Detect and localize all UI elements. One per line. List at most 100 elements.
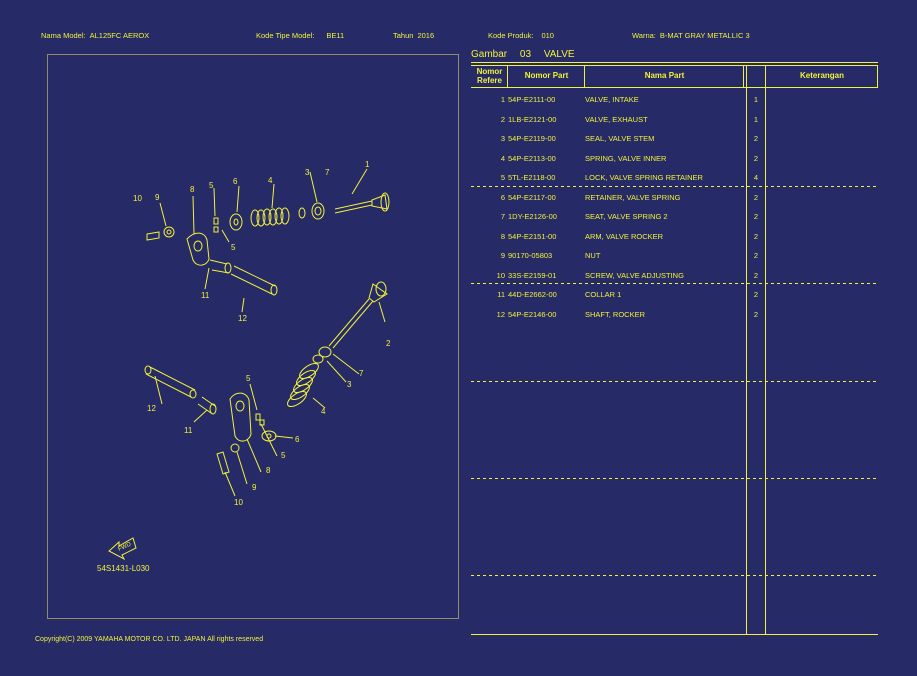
ref-number: 12 xyxy=(496,309,505,319)
quantity: 2 xyxy=(753,270,759,280)
parts-table: Nomor Refere Nomor Part Nama Part Ketera… xyxy=(471,62,878,635)
valve-seal-drawing xyxy=(298,207,306,219)
part-name: VALVE, INTAKE xyxy=(585,95,639,104)
ref-number: 7 xyxy=(500,212,505,221)
svg-text:10: 10 xyxy=(234,498,243,507)
ref-number: 8 xyxy=(500,231,505,241)
part-name: SEAT, VALVE SPRING 2 xyxy=(585,212,668,221)
section-title: VALVE xyxy=(543,49,575,60)
model-name: Nama Model:AL125FC AEROX xyxy=(41,31,150,40)
svg-text:6: 6 xyxy=(233,177,238,186)
part-number: 33S-E2159-01 xyxy=(508,270,557,280)
svg-text:5: 5 xyxy=(246,374,251,383)
section-label: Gambar xyxy=(471,49,508,60)
svg-text:2: 2 xyxy=(386,339,391,348)
part-number: 54P-E2151-00 xyxy=(508,231,557,241)
retainer-drawing xyxy=(229,213,243,231)
part-number: 54P-E2119-00 xyxy=(508,134,556,143)
svg-text:9: 9 xyxy=(155,193,160,202)
ref-number: 11 xyxy=(497,290,505,299)
quantity: 2 xyxy=(753,192,759,202)
svg-text:4: 4 xyxy=(321,407,326,416)
model-type-code: Kode Tipe Model:BE11 xyxy=(256,31,345,40)
col-header-note: Keterangan xyxy=(799,71,844,80)
quantity: 2 xyxy=(753,134,759,143)
ref-number: 2 xyxy=(500,114,505,124)
svg-text:7: 7 xyxy=(359,369,364,378)
part-name: SHAFT, ROCKER xyxy=(585,309,646,319)
col-header-ref: Nomor Refere xyxy=(476,67,503,85)
svg-text:8: 8 xyxy=(190,185,195,194)
part-number: 54P-E2113-00 xyxy=(508,153,556,163)
svg-text:5: 5 xyxy=(281,451,286,460)
svg-text:10: 10 xyxy=(133,194,142,203)
col-header-part-name: Nama Part xyxy=(644,71,685,80)
part-number: 44D-E2662-00 xyxy=(508,290,557,299)
part-number: 54P-E2146-00 xyxy=(508,309,557,319)
forward-arrow-icon: FWD xyxy=(108,537,137,561)
quantity: 2 xyxy=(753,309,759,319)
model-color: Warna:B-MAT GRAY METALLIC 3 xyxy=(632,31,750,40)
valve-spring-drawing xyxy=(250,207,290,227)
svg-text:1: 1 xyxy=(365,160,370,169)
svg-text:8: 8 xyxy=(266,466,271,475)
ref-number: 6 xyxy=(500,192,505,202)
part-name: COLLAR 1 xyxy=(585,290,622,299)
rocker-arm-drawing-2 xyxy=(229,392,252,442)
section-heading: Gambar 03 VALVE xyxy=(471,49,585,60)
part-number: 54P-E2111-00 xyxy=(508,95,556,104)
part-name: SEAL, VALVE STEM xyxy=(585,134,655,143)
part-name: RETAINER, VALVE SPRING xyxy=(585,192,681,202)
quantity: 2 xyxy=(753,212,759,221)
svg-text:6: 6 xyxy=(295,435,300,444)
valve-spring-drawing-2 xyxy=(287,362,319,408)
product-code: Kode Produk:010 xyxy=(488,31,554,40)
part-name: NUT xyxy=(585,251,601,260)
svg-text:5: 5 xyxy=(231,243,236,252)
part-number: 54P-E2117-00 xyxy=(508,192,556,202)
quantity: 1 xyxy=(753,114,759,124)
ref-number: 9 xyxy=(500,251,505,260)
part-number: 5TL-E2118-00 xyxy=(508,173,556,182)
part-name: LOCK, VALVE SPRING RETAINER xyxy=(585,173,703,182)
exhaust-valve-drawing xyxy=(328,281,388,349)
svg-text:12: 12 xyxy=(238,314,247,323)
svg-text:11: 11 xyxy=(201,291,210,300)
svg-text:11: 11 xyxy=(184,426,193,435)
svg-text:12: 12 xyxy=(147,404,156,413)
rocker-arm-drawing xyxy=(186,232,210,266)
quantity: 2 xyxy=(753,231,759,241)
part-name: SCREW, VALVE ADJUSTING xyxy=(585,270,684,280)
part-number: 90170-05803 xyxy=(508,251,553,260)
diagram-code: 54S1431-L030 xyxy=(97,564,150,573)
svg-text:9: 9 xyxy=(252,483,257,492)
exploded-parts-diagram: 1 3 4 6 7 5 5 8 9 10 11 12 xyxy=(47,54,459,619)
part-number: 1LB-E2121-00 xyxy=(508,114,557,124)
svg-text:3: 3 xyxy=(305,168,310,177)
svg-text:5: 5 xyxy=(209,181,214,190)
col-header-part-number: Nomor Part xyxy=(524,71,569,80)
ref-number: 4 xyxy=(500,153,505,163)
ref-number: 5 xyxy=(500,173,505,182)
spring-seat-drawing xyxy=(311,202,325,220)
table-grid xyxy=(471,62,878,635)
quantity: 2 xyxy=(753,290,759,299)
quantity: 2 xyxy=(753,153,759,163)
part-name: SPRING, VALVE INNER xyxy=(585,153,667,163)
intake-valve-drawing xyxy=(334,192,390,214)
copyright-footer: Copyright(C) 2009 YAMAHA MOTOR CO. LTD. … xyxy=(35,636,264,643)
svg-text:4: 4 xyxy=(268,176,273,185)
